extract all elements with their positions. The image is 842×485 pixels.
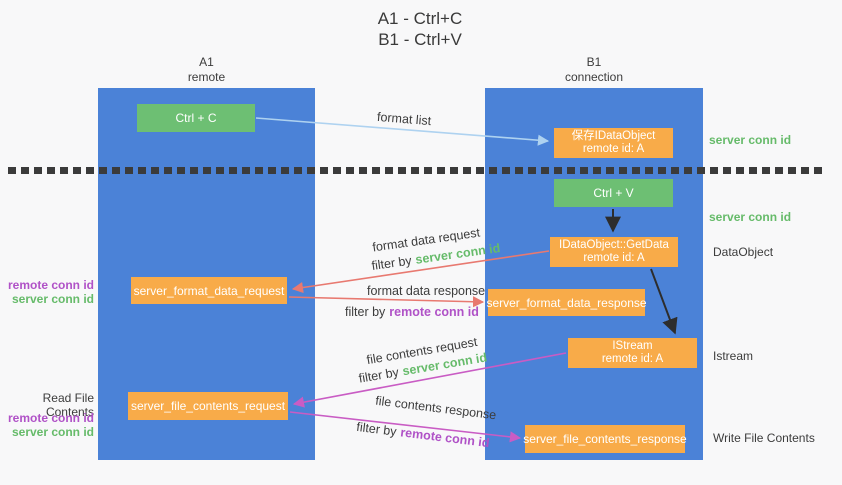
write-file-contents-label: Write File Contents: [713, 431, 815, 445]
filter-by-remote-conn-id-label-file: filter by remote conn id: [356, 420, 491, 450]
column-a1-role: remote: [187, 70, 226, 84]
filter-by-remote-conn-id-label-format: filter by remote conn id: [345, 305, 479, 319]
machine-boundary-dotted-line: [8, 167, 824, 174]
column-header-b1: B1 connection: [485, 55, 703, 85]
file-conn-id-stack: remote conn id server conn id: [0, 411, 94, 439]
istream-box: IStream remote id: A: [568, 338, 697, 368]
remote-conn-id-label-format: remote conn id: [7, 278, 94, 292]
remote-conn-id-text: remote conn id: [389, 305, 479, 319]
save-idataobject-box: 保存IDataObject remote id: A: [554, 128, 673, 158]
getdata-line2: remote id: A: [583, 252, 645, 264]
format-data-response-label: format data response: [367, 284, 486, 298]
format-response-label: server_format_data_response: [486, 295, 647, 310]
server-file-contents-response-box: server_file_contents_response: [523, 425, 687, 453]
idataobject-getdata-box: IDataObject::GetData remote id: A: [550, 237, 678, 267]
column-a1-name: A1: [199, 55, 214, 69]
server-format-data-request-box: server_format_data_request: [131, 277, 287, 304]
read-file-contents-label: Read File Contents: [42, 391, 94, 419]
save-idataobject-line1: 保存IDataObject: [571, 130, 656, 142]
istream-line1: IStream: [612, 340, 653, 352]
ctrl-v-label: Ctrl + V: [593, 186, 634, 200]
column-b1-name: B1: [586, 55, 602, 69]
title-line-1: A1 - Ctrl+C: [377, 9, 463, 28]
ctrl-c-label: Ctrl + C: [175, 111, 217, 125]
server-conn-id-label-file: server conn id: [11, 425, 94, 439]
file-request-label: server_file_contents_request: [130, 399, 286, 413]
server-file-contents-request-box: server_file_contents_request: [128, 392, 288, 420]
server-conn-id-label-top: server conn id: [709, 133, 792, 147]
filter-by-text: filter by: [370, 253, 413, 273]
server-conn-id-label-format: server conn id: [11, 292, 94, 306]
format-conn-id-stack: remote conn id server conn id: [0, 278, 94, 306]
diagram-title: A1 - Ctrl+C B1 - Ctrl+V: [310, 8, 530, 50]
column-header-a1: A1 remote: [98, 55, 315, 85]
istream-side-label: Istream: [713, 349, 754, 363]
title-line-2: B1 - Ctrl+V: [378, 30, 462, 49]
format-request-label: server_format_data_request: [133, 283, 285, 298]
file-response-label: server_file_contents_response: [523, 432, 687, 446]
dataobject-label: DataObject: [713, 245, 774, 259]
istream-line2: remote id: A: [601, 353, 664, 365]
ctrl-v-box: Ctrl + V: [554, 179, 673, 207]
server-conn-id-label-mid: server conn id: [709, 210, 792, 224]
filter-by-text: filter by: [357, 365, 400, 386]
save-idataobject-line2: remote id: A: [582, 143, 645, 155]
getdata-line1: IDataObject::GetData: [559, 239, 669, 251]
format-list-label: format list: [376, 109, 432, 129]
file-contents-response-label: file contents response: [374, 393, 498, 423]
remote-conn-id-text: remote conn id: [399, 425, 491, 451]
server-format-data-response-box: server_format_data_response: [486, 289, 647, 316]
remote-conn-id-label-file: remote conn id: [7, 411, 94, 425]
filter-by-text: filter by: [345, 305, 386, 319]
filter-by-text: filter by: [355, 419, 398, 439]
ctrl-c-box: Ctrl + C: [137, 104, 255, 132]
column-b1-role: connection: [564, 70, 624, 84]
